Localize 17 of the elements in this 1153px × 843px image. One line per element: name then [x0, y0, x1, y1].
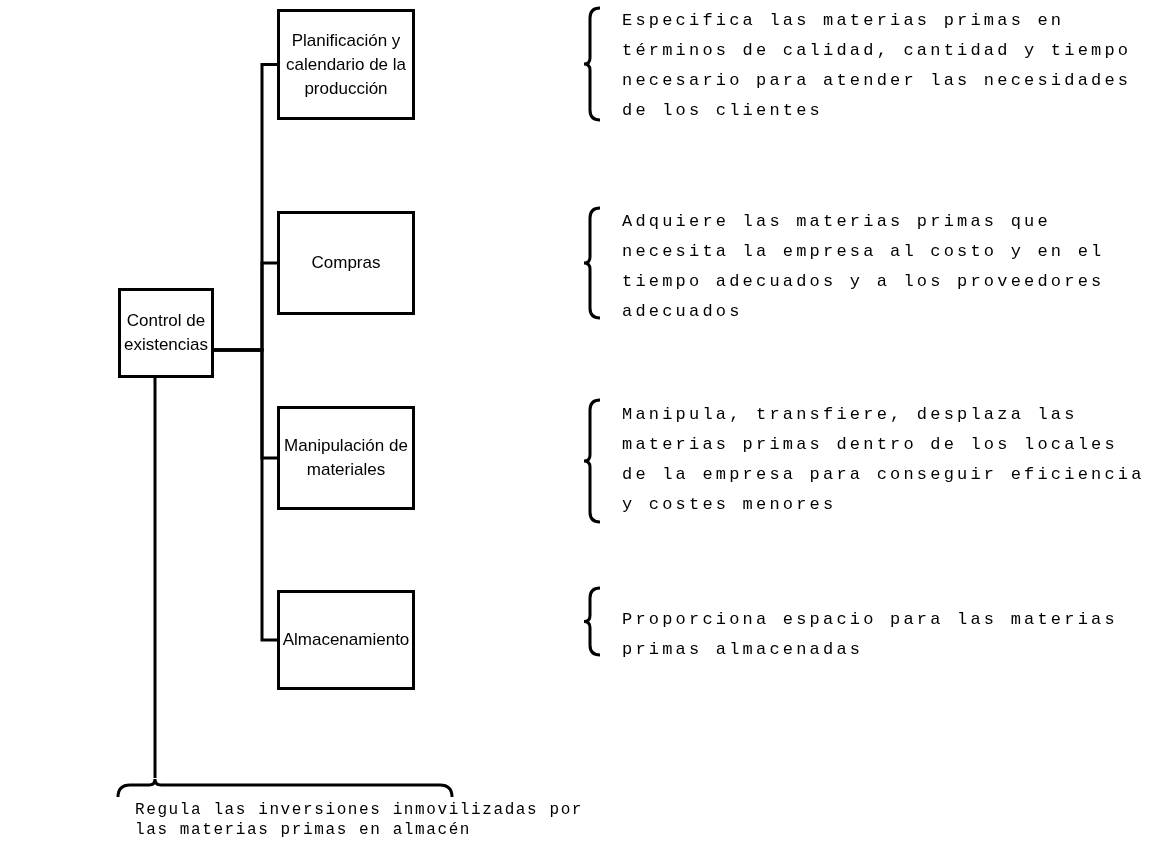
box-label: Planificación y calendario de la producción — [285, 29, 407, 100]
description-text: Manipula, transfiere, desplaza las materias primas dentro de los locales de la empresa para conseguir eficiencia y costes menores — [622, 404, 1146, 516]
process-box — [118, 288, 214, 378]
note-text: Regula las inversiones inmovilizadas por las materias primas en almacén — [135, 801, 584, 839]
connector-line — [153, 378, 157, 778]
connector-line — [214, 348, 277, 642]
description-text: Especifica las materias primas en términos de calidad, cantidad y tiempo necesario para atender las necesidades de los clientes — [622, 10, 1133, 122]
process-box — [277, 9, 415, 120]
box-label: Control de existencias — [123, 310, 209, 356]
box-label: Compras — [311, 252, 381, 274]
process-box — [277, 590, 415, 690]
process-box — [277, 406, 415, 510]
box-label: Manipulación de materiales — [284, 435, 408, 481]
box-label: Almacenamiento — [282, 629, 410, 651]
description-text: Proporciona espacio para las materias primas almacenadas — [622, 609, 1119, 661]
process-box — [277, 211, 415, 315]
description-text: Adquiere las materias primas que necesita la empresa al costo y en el tiempo adecuados y a los proveedores adecuados — [622, 211, 1106, 323]
